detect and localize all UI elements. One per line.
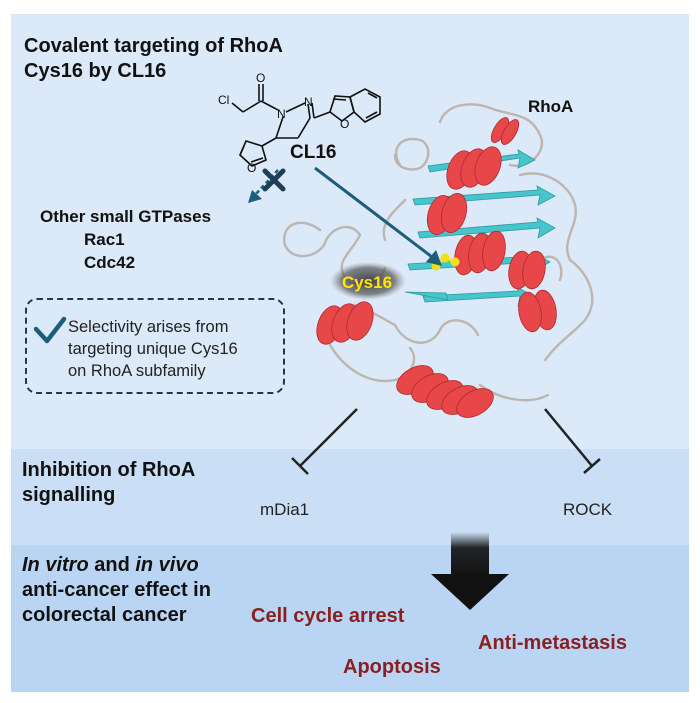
targeting-arrow	[314, 166, 442, 266]
selectivity-note-text: Selectivity arises from targeting unique…	[68, 316, 293, 382]
section2-title: Inhibition of RhoA signalling	[22, 458, 195, 508]
inhibition-mdia1-line	[291, 408, 358, 475]
panel-inhibition	[11, 449, 689, 545]
atom-o-benzofuran: O	[340, 117, 349, 131]
outcome-cell-cycle-arrest: Cell cycle arrest	[251, 605, 405, 627]
section1-title: Covalent targeting of RhoA Cys16 by CL16	[24, 34, 283, 84]
cys16-label: Cys16	[342, 273, 392, 292]
section1-title-line1: Covalent targeting of RhoA	[24, 35, 283, 57]
off-target-item-rac1: Rac1	[84, 230, 125, 249]
effector-rock: ROCK	[563, 500, 613, 519]
section3-italic-in-vitro: In vitro	[22, 554, 89, 576]
cl16-structure	[231, 84, 381, 167]
outcome-apoptosis: Apoptosis	[343, 656, 441, 678]
inhibition-rock-line	[544, 408, 601, 474]
section3-title-line1: In vitro and in vivo	[22, 553, 211, 578]
off-target-title: Other small GTPases	[40, 207, 212, 226]
compound-label: CL16	[290, 142, 337, 163]
section2-title-line2: signalling	[22, 484, 116, 506]
atom-o-furan: O	[247, 161, 256, 175]
atom-cl: Cl	[218, 93, 229, 107]
atom-n1: N	[277, 107, 286, 121]
note-line-2: targeting unique Cys16	[68, 340, 238, 358]
checkmark-icon	[33, 316, 67, 344]
panel-anticancer	[11, 545, 689, 692]
cl16-atoms: O Cl N N O O	[218, 71, 349, 175]
atom-n2: N	[304, 95, 313, 109]
blocked-x-icon	[262, 168, 286, 192]
outcome-arrow	[431, 532, 509, 610]
section3-title-line3: colorectal cancer	[22, 604, 187, 626]
section3-italic-in-vivo: in vivo	[135, 554, 199, 576]
cys16-shadow	[330, 262, 406, 300]
atom-o-carbonyl: O	[256, 71, 265, 85]
protein-name: RhoA	[528, 97, 574, 116]
section2-title-line1: Inhibition of RhoA	[22, 459, 196, 481]
note-line-3: on RhoA subfamily	[68, 362, 206, 380]
off-target-item-cdc42: Cdc42	[84, 253, 136, 272]
selectivity-note-box	[25, 298, 285, 394]
section1-title-line2: Cys16 by CL16	[24, 60, 167, 82]
section3-title-line2: anti-cancer effect in	[22, 579, 211, 601]
outcome-anti-metastasis: Anti-metastasis	[478, 632, 627, 654]
effector-mdia1: mDia1	[260, 500, 310, 519]
panel-covalent-targeting	[11, 14, 689, 449]
section3-title: In vitro and in vivo anti-cancer effect …	[22, 553, 211, 628]
note-line-1: Selectivity arises from	[68, 318, 229, 336]
rhoa-ribbon	[283, 103, 594, 418]
off-target-arrow	[248, 169, 279, 203]
section3-and: and	[88, 554, 136, 576]
